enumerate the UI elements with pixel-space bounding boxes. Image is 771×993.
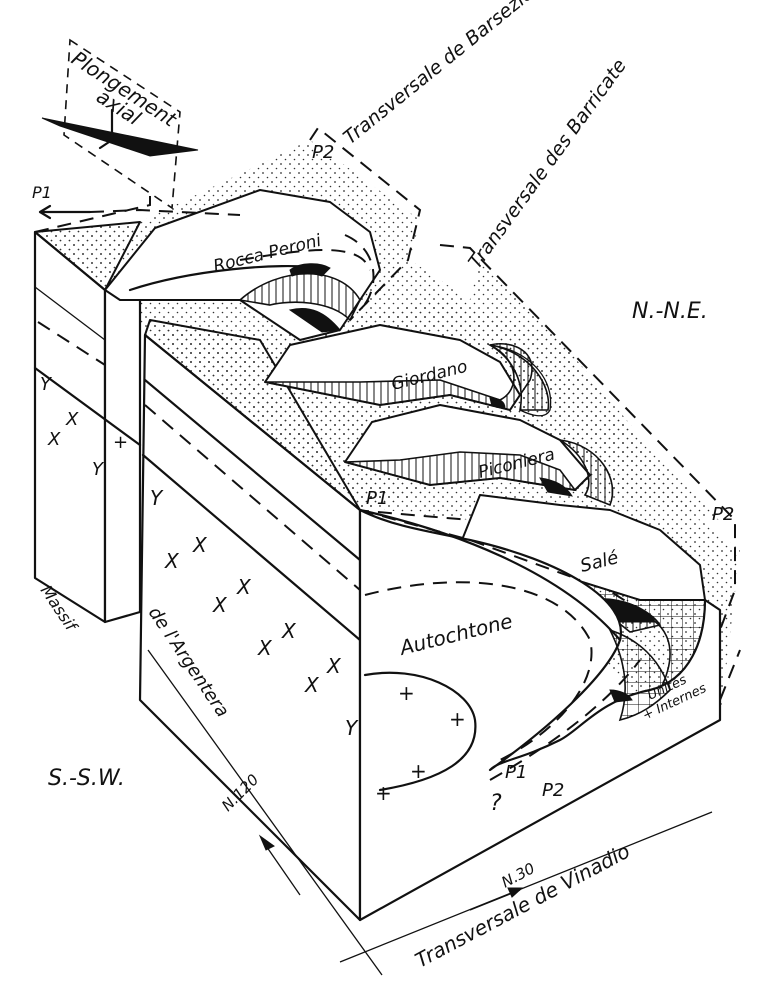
left-block-top-face (34, 221, 141, 291)
nne-label: N.-N.E. (632, 299, 708, 324)
p1-left-arrow (38, 204, 92, 220)
n30-baseline (339, 811, 713, 963)
p1-bottom-label: P1 (505, 762, 527, 783)
piconiera-nappe: Piconiera (344, 404, 614, 507)
plongement-plane (41, 117, 199, 157)
p2-bottom-label: P2 (542, 780, 564, 801)
middle-marker-7: X (281, 619, 297, 643)
middle-block-top-strip (144, 319, 361, 511)
piconiera-lower-hatch (344, 451, 577, 492)
surface-labels: P2 P1 P1 P2 P1 P2 ? (32, 142, 734, 816)
middle-marker-9: X (326, 654, 342, 678)
left-marker-4: Y (92, 459, 105, 480)
question-mark: ? (490, 791, 502, 816)
front-cross-3: + (449, 707, 466, 731)
ssw-label: S.-S.W. (48, 766, 125, 791)
p1-traces (89, 208, 641, 781)
front-block: + + + + Autochtone Unités + Internes (358, 508, 722, 922)
n30-arrow-head (507, 887, 524, 898)
front-cross-2: + (398, 681, 415, 705)
middle-marker-4: X (212, 593, 228, 617)
p2-top-label: P2 (312, 142, 334, 163)
middle-marker-5: X (236, 575, 252, 599)
left-marker-2: X (47, 429, 61, 450)
n120-arrow-head (258, 834, 275, 851)
p1-mid-label: P1 (366, 488, 388, 509)
p1-left-label: P1 (32, 183, 52, 202)
plongement-arrow (98, 108, 114, 150)
left-marker-5: + (113, 432, 128, 453)
transversale-barsezio-label: Transversale de Barsezio (339, 0, 537, 149)
plongement-axial-inset: Plongement axial (41, 38, 199, 210)
transversale-barricate-label: Transversale des Barricate (464, 55, 631, 273)
giordano-nappe: Giordano (264, 324, 552, 417)
n120-baseline (147, 649, 383, 976)
left-block: Y X X Y + (33, 221, 142, 624)
rocca-peroni-nappe: Rocca Peroni (104, 189, 381, 341)
front-cross-1: + (375, 781, 392, 805)
rocca-peroni-hinge (238, 273, 361, 322)
middle-marker-1: Y (150, 486, 164, 510)
front-cross-4: + (410, 759, 427, 783)
middle-marker-8: X (304, 673, 320, 697)
middle-marker-10: Y (345, 716, 359, 740)
middle-marker-3: X (192, 533, 208, 557)
piconiera-hinge (559, 439, 614, 507)
p2-right-label: P2 (712, 504, 734, 525)
left-marker-1: Y (40, 374, 53, 395)
front-block-face (358, 508, 722, 922)
middle-marker-2: X (164, 549, 180, 573)
left-marker-3: X (65, 409, 79, 430)
middle-marker-6: X (257, 636, 273, 660)
